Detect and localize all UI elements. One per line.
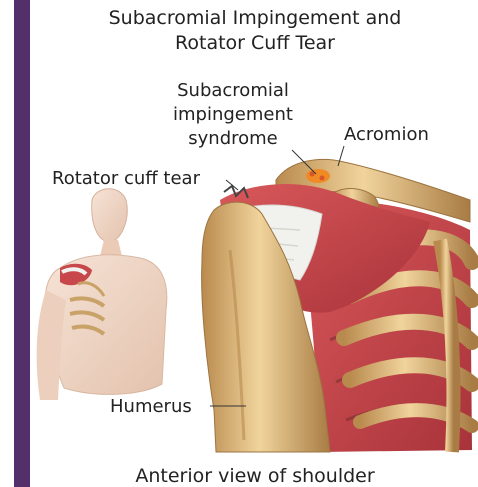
impingement-label-line-3: syndrome	[158, 128, 308, 150]
figure-caption: Anterior view of shoulder	[40, 465, 470, 487]
impingement-site	[306, 169, 330, 183]
impingement-label-line-1: Subacromial	[158, 80, 308, 102]
impingement-label-line-2: impingement	[158, 104, 308, 126]
humerus-label: Humerus	[110, 396, 192, 418]
acromion-label: Acromion	[344, 124, 429, 146]
title-line-2: Rotator Cuff Tear	[40, 31, 470, 55]
rotator-cuff-tear-label: Rotator cuff tear	[52, 168, 200, 190]
title-line-1: Subacromial Impingement and	[40, 6, 470, 30]
torso-inset	[37, 189, 167, 400]
